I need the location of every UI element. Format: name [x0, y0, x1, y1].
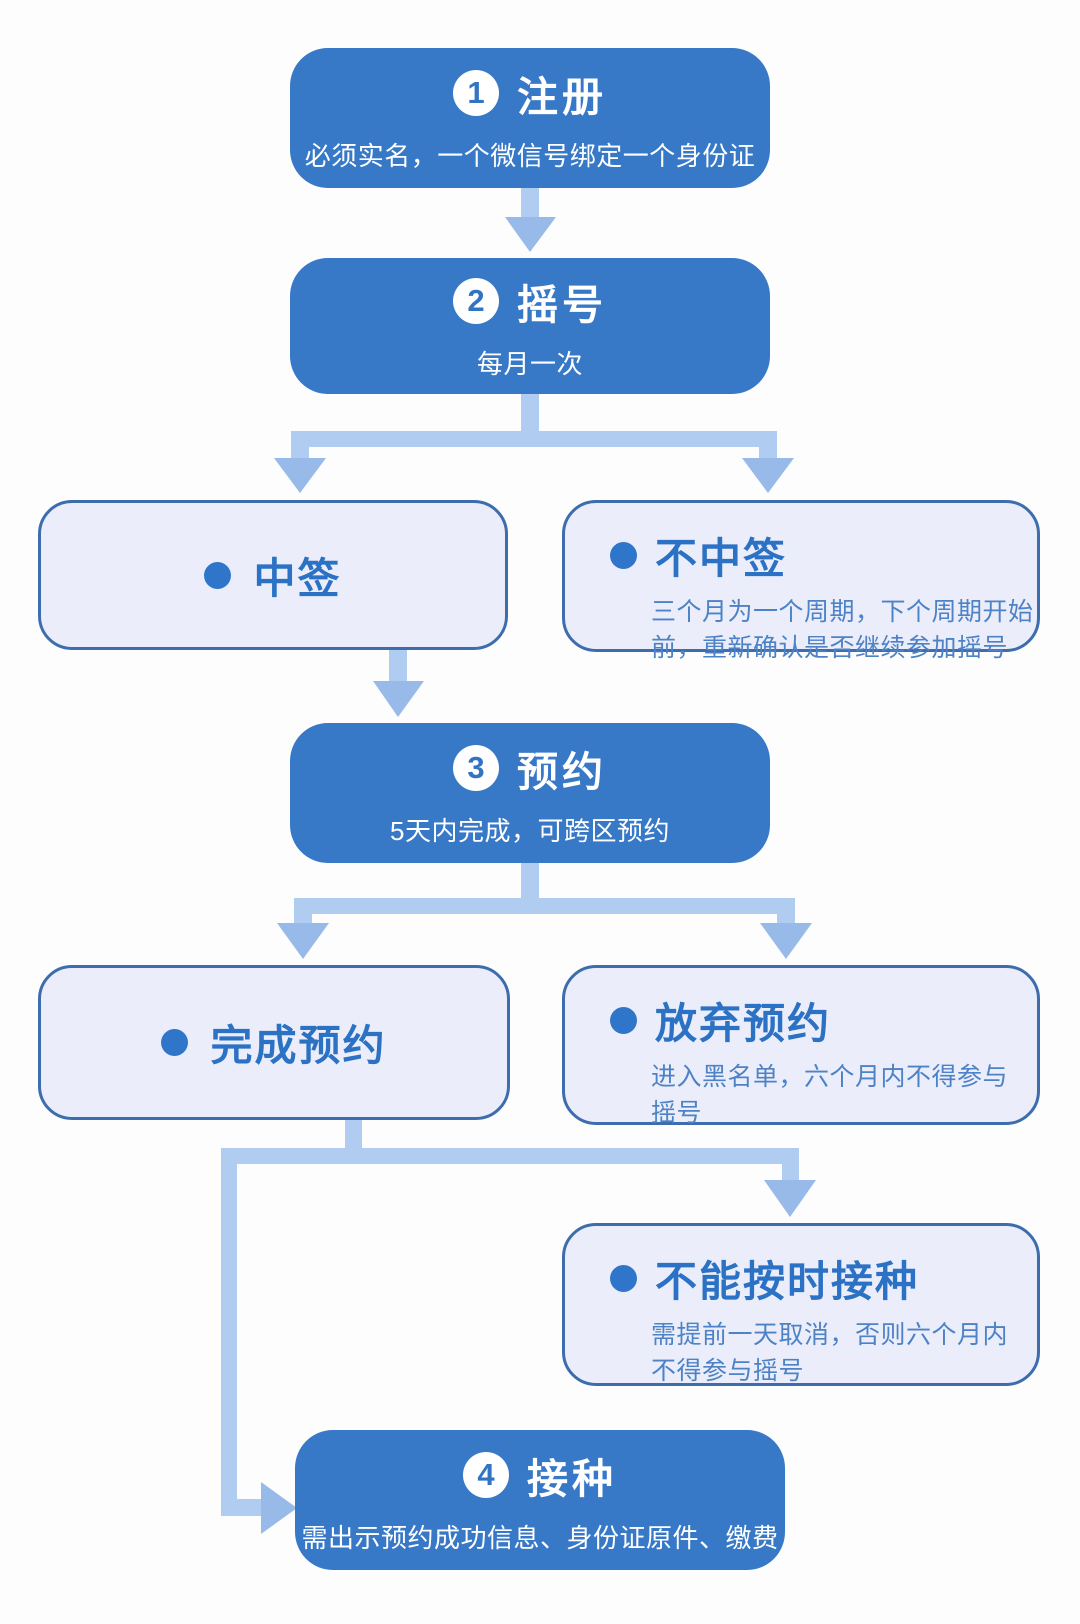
bullet-dot-icon	[161, 1029, 189, 1056]
branch-reserve-to-outcomes-icon	[277, 863, 812, 959]
abandon-title-row: 放弃预约	[610, 990, 1017, 1051]
lose-description: 三个月为一个周期，下个周期开始 前，重新确认是否继续参加摇号	[651, 594, 1034, 666]
miss-description-line1: 需提前一天取消，否则六个月内	[651, 1321, 1009, 1349]
step3-title: 预约	[517, 749, 607, 795]
node-step1-register: 1 注册 必须实名，一个微信号绑定一个身份证	[290, 48, 770, 188]
step4-title: 接种	[527, 1456, 617, 1502]
step3-number-badge-icon: 3	[453, 745, 499, 791]
branch-complete-to-next-icon	[221, 1118, 816, 1534]
node-win-lottery: 中签	[38, 500, 508, 650]
step2-title-row: 2 摇号	[453, 271, 607, 331]
lose-title: 不中签	[655, 535, 788, 582]
abandon-description-line1: 进入黑名单，六个月内不得参与	[651, 1063, 1009, 1091]
abandon-description-line2: 摇号	[651, 1099, 703, 1127]
step1-title-row: 1 注册	[453, 63, 607, 123]
miss-title: 不能按时接种	[655, 1258, 920, 1305]
branch-lottery-to-results-icon	[274, 392, 794, 493]
step4-number-badge-icon: 4	[463, 1452, 509, 1498]
node-step2-lottery: 2 摇号 每月一次	[290, 258, 770, 394]
step1-title: 注册	[517, 74, 607, 120]
miss-title-row: 不能按时接种	[610, 1248, 1017, 1309]
step4-title-row: 4 接种	[463, 1445, 617, 1505]
step1-subtitle: 必须实名，一个微信号绑定一个身份证	[304, 141, 756, 171]
node-step3-reserve: 3 预约 5天内完成，可跨区预约	[290, 723, 770, 863]
abandon-title: 放弃预约	[655, 1000, 832, 1047]
miss-description: 需提前一天取消，否则六个月内 不得参与摇号	[651, 1317, 1017, 1389]
node-miss-appointment: 不能按时接种 需提前一天取消，否则六个月内 不得参与摇号	[562, 1223, 1040, 1386]
bullet-dot-icon	[610, 1265, 637, 1292]
bullet-dot-icon	[204, 561, 232, 589]
node-lose-lottery: 不中签 三个月为一个周期，下个周期开始 前，重新确认是否继续参加摇号	[562, 500, 1040, 662]
arrow-register-to-lottery-icon	[505, 186, 556, 252]
step2-title: 摇号	[517, 282, 607, 328]
node-abandon-reservation: 放弃预约 进入黑名单，六个月内不得参与 摇号	[562, 965, 1040, 1127]
step4-subtitle: 需出示预约成功信息、身份证原件、缴费	[301, 1523, 779, 1553]
bullet-dot-icon	[610, 1007, 637, 1034]
lose-title-row: 不中签	[610, 525, 1017, 586]
step1-number-badge-icon: 1	[453, 70, 499, 116]
node-step4-vaccinate: 4 接种 需出示预约成功信息、身份证原件、缴费	[295, 1430, 785, 1570]
lose-description-line2: 前，重新确认是否继续参加摇号	[651, 634, 1009, 662]
win-title: 中签	[253, 554, 342, 602]
arrow-win-to-reserve-icon	[373, 650, 424, 717]
step3-title-row: 3 预约	[453, 738, 607, 798]
miss-description-line2: 不得参与摇号	[651, 1357, 805, 1385]
bullet-dot-icon	[610, 542, 637, 569]
step3-subtitle: 5天内完成，可跨区预约	[390, 816, 670, 846]
node-complete-reservation: 完成预约	[38, 965, 510, 1120]
step2-number-badge-icon: 2	[453, 278, 499, 324]
complete-title: 完成预约	[210, 1022, 387, 1069]
abandon-description: 进入黑名单，六个月内不得参与 摇号	[651, 1059, 1017, 1131]
lose-description-line1: 三个月为一个周期，下个周期开始	[651, 598, 1034, 626]
step2-subtitle: 每月一次	[476, 349, 583, 379]
